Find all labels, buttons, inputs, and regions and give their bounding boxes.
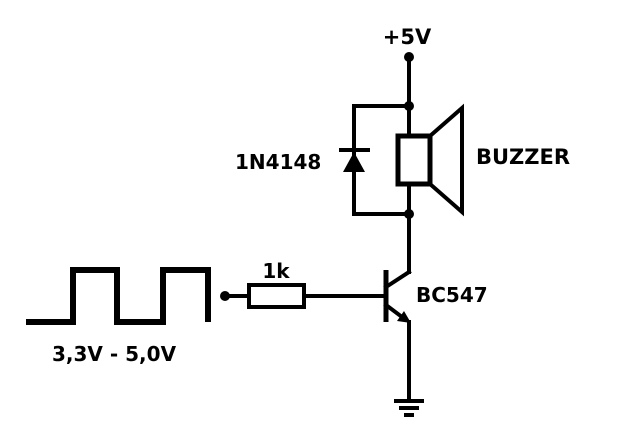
transistor-collector-lead [383,269,412,290]
square-wave-signal [26,267,211,325]
diode-anode-triangle [343,152,365,172]
transistor-emitter-lead [383,302,405,320]
transistor-label: BC547 [416,283,488,307]
supply-node [404,52,414,62]
buzzer-horn [428,103,464,217]
transistor-symbol [383,269,412,323]
diode-branch-wire [352,104,411,216]
buzzer-symbol [395,103,464,217]
resistor-body [247,283,306,309]
input-voltage-label: 3,3V - 5,0V [52,342,177,366]
buzzer-label: BUZZER [476,145,570,169]
buzzer-coil [395,133,433,187]
ground-icon [394,399,424,417]
supply-voltage-label: +5V [383,25,432,49]
resistor-label: 1k [262,259,290,283]
diode-symbol [339,148,370,172]
diode-label: 1N4148 [235,150,321,174]
